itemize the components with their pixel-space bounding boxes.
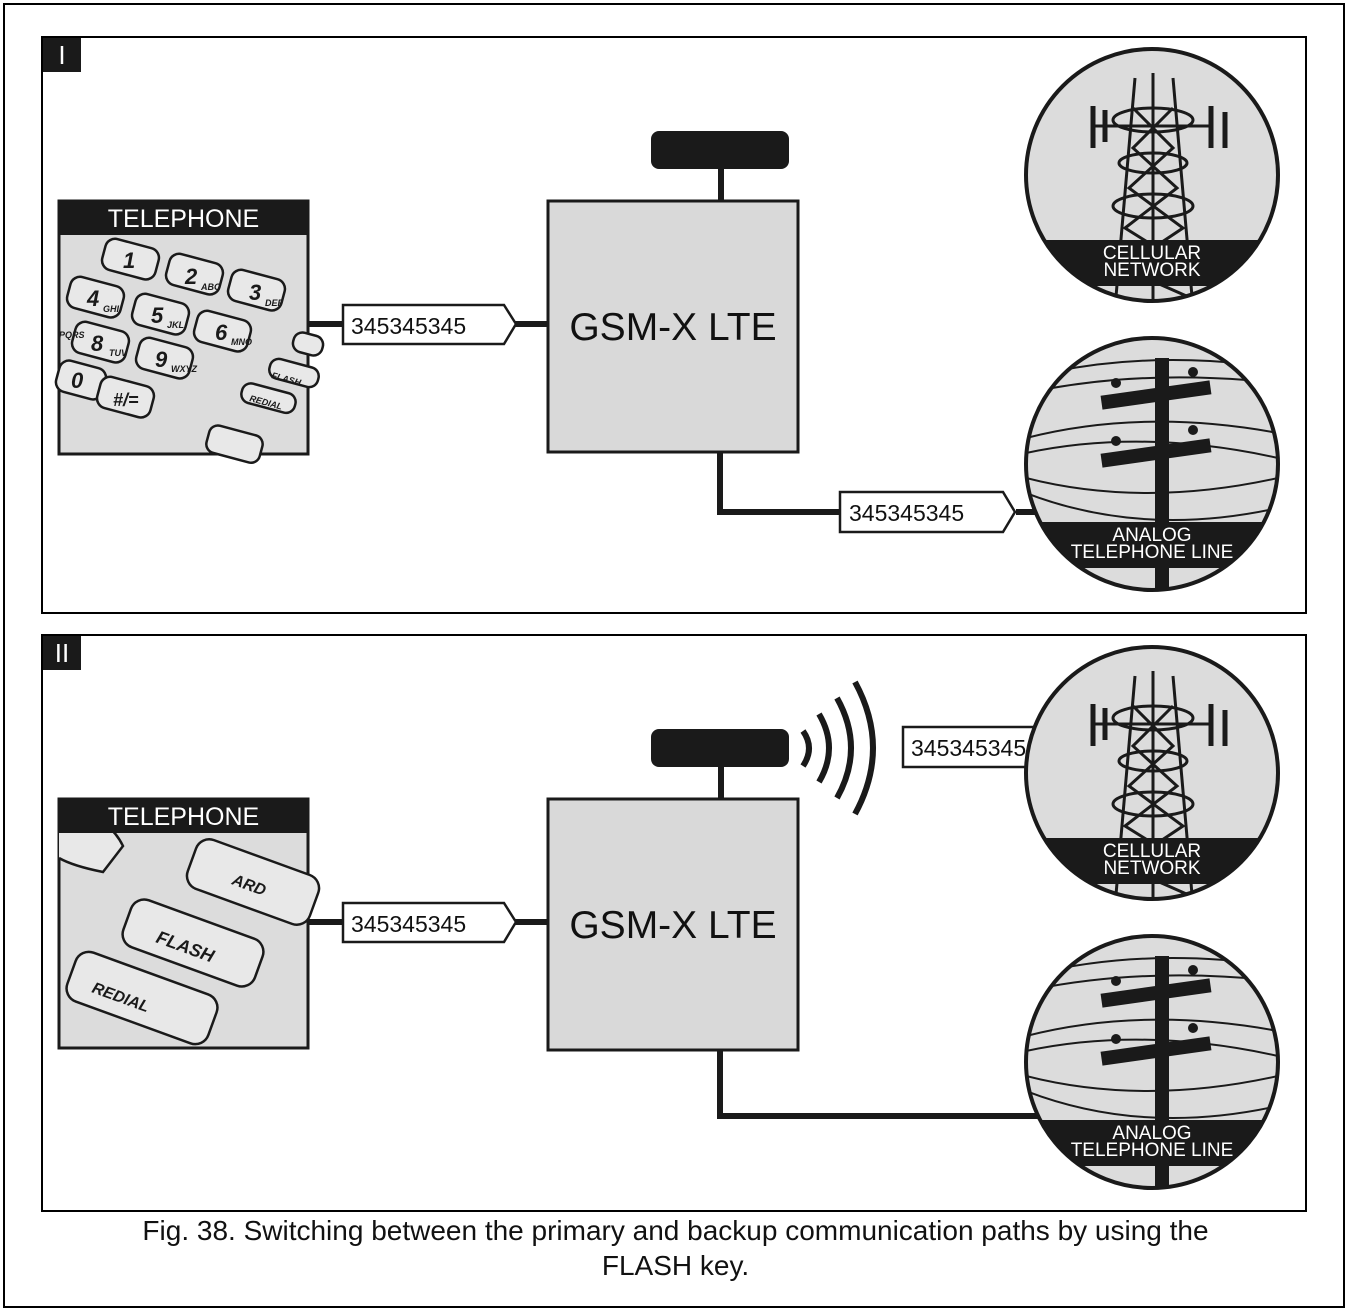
device-label: GSM-X LTE xyxy=(569,306,777,349)
antenna-icon xyxy=(651,131,789,169)
telephone-label: TELEPHONE xyxy=(59,799,308,833)
svg-text:9: 9 xyxy=(155,347,168,372)
svg-text:3: 3 xyxy=(249,280,261,305)
panel-tag: II xyxy=(43,636,81,670)
svg-text:WXYZ: WXYZ xyxy=(171,364,198,374)
device-label: GSM-X LTE xyxy=(569,904,777,947)
panel-backup-path: ARD FLASH REDIAL xyxy=(41,634,1307,1212)
panel-primary-path: 1 2 3 4 5 6 8 9 0 #/= ABC DEF GHI JKL MNO PQRS TUV… xyxy=(41,36,1307,614)
wireless-signal-icon xyxy=(800,680,876,816)
gsm-module-box xyxy=(546,797,800,1052)
panel-tag: I xyxy=(43,38,81,72)
panel-backup-wiring xyxy=(308,764,1038,1119)
gsm-module-box xyxy=(546,199,800,454)
figure-frame xyxy=(3,3,1345,1308)
svg-text:DEF: DEF xyxy=(265,298,284,308)
svg-text:8: 8 xyxy=(91,331,104,356)
svg-text:GHI: GHI xyxy=(103,304,120,314)
telephone-keypad-illustration: 1 2 3 4 5 6 8 9 0 #/= ABC DEF GHI JKL MNO PQRS TUV… xyxy=(54,199,325,464)
phone-number-label: 345345345 xyxy=(351,313,467,339)
line-number-tag-shape xyxy=(838,490,1017,534)
svg-text:MNO: MNO xyxy=(231,337,252,347)
line-number-label: 345345345 xyxy=(849,500,965,526)
phone-number-tag-shape xyxy=(341,901,518,944)
panel-backup-art: ARD FLASH REDIAL xyxy=(57,645,1280,1190)
svg-text:0: 0 xyxy=(71,368,84,393)
svg-text:4: 4 xyxy=(86,286,99,311)
svg-text:5: 5 xyxy=(151,303,164,328)
figure-caption: Fig. 38. Switching between the primary a… xyxy=(142,1215,1209,1281)
panel-primary-art: 1 2 3 4 5 6 8 9 0 #/= ABC DEF GHI JKL MNO PQRS TUV… xyxy=(54,47,1280,592)
telephone-pole-illustration xyxy=(1024,336,1280,592)
svg-text:2: 2 xyxy=(184,264,198,289)
antenna-icon xyxy=(651,729,789,767)
svg-text:PQRS: PQRS xyxy=(59,330,85,340)
telephone-label: TELEPHONE xyxy=(59,201,308,235)
svg-text:1: 1 xyxy=(123,248,135,273)
telephone-pole-illustration xyxy=(1024,934,1280,1190)
svg-text:6: 6 xyxy=(215,320,228,345)
svg-text:#/=: #/= xyxy=(113,390,139,410)
svg-text:JKL: JKL xyxy=(167,320,184,330)
phone-number-tag-shape xyxy=(341,303,518,346)
svg-text:TUV: TUV xyxy=(109,348,128,358)
phone-number-label: 345345345 xyxy=(351,911,467,937)
panel-primary-wiring xyxy=(308,166,1038,515)
telephone-keypad-illustration: ARD FLASH REDIAL xyxy=(57,797,321,1050)
wireless-number-label: 345345345 xyxy=(911,735,1027,761)
svg-text:ABC: ABC xyxy=(200,282,221,292)
